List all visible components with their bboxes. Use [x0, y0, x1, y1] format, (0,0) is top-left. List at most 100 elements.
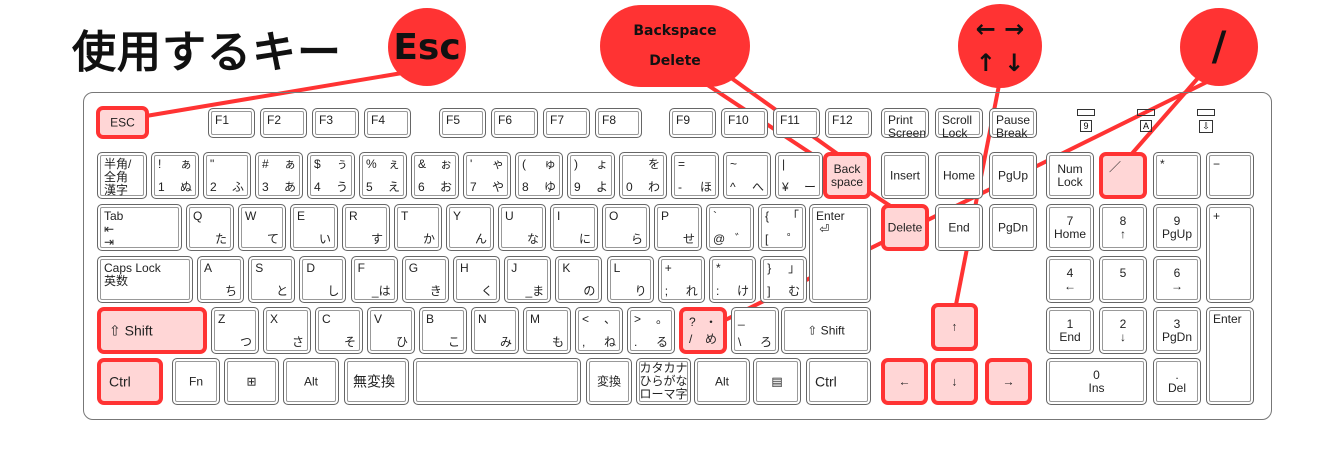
key-f5[interactable]: F5 — [439, 108, 486, 138]
key-backspace[interactable]: Back space — [823, 152, 871, 199]
key-npdot[interactable]: . Del — [1153, 358, 1201, 405]
key-left[interactable]: ← — [881, 358, 928, 405]
key-j[interactable]: J_ま — [504, 256, 552, 303]
key-space[interactable] — [413, 358, 581, 405]
key-np3[interactable]: 3 PgDn — [1153, 307, 1201, 354]
key-tab[interactable]: Tab ⇤ ⇥ — [97, 204, 182, 251]
key-home[interactable]: Home — [935, 152, 983, 199]
key-slash[interactable]: ?・/め — [679, 307, 727, 354]
key-f7[interactable]: F7 — [543, 108, 590, 138]
key-right[interactable]: → — [985, 358, 1032, 405]
key-np5[interactable]: 5 — [1099, 256, 1147, 303]
key-np2[interactable]: 2 ↓ — [1099, 307, 1147, 354]
key-end[interactable]: End — [935, 204, 983, 251]
key-numlock[interactable]: Num Lock — [1046, 152, 1094, 199]
key-comma[interactable]: <、,ね — [575, 307, 623, 354]
key-np9[interactable]: 9 PgUp — [1153, 204, 1201, 251]
key-ralt[interactable]: Alt — [694, 358, 750, 405]
key-npslash[interactable]: ／ — [1099, 152, 1147, 199]
key-pgup[interactable]: PgUp — [989, 152, 1037, 199]
key-f12[interactable]: F12 — [825, 108, 872, 138]
key-delete[interactable]: Delete — [881, 204, 929, 251]
key-prtsc[interactable]: Print Screen — [881, 108, 929, 138]
key-f6[interactable]: F6 — [491, 108, 538, 138]
key-period[interactable]: >。.る — [627, 307, 675, 354]
key-kana[interactable]: カタカナ ひらがな ローマ字 — [636, 358, 691, 405]
key-np8[interactable]: 8 ↑ — [1099, 204, 1147, 251]
key-np6[interactable]: 6 → — [1153, 256, 1201, 303]
key-f[interactable]: F_は — [350, 256, 398, 303]
key-rshift[interactable]: ⇧ Shift — [781, 307, 871, 354]
key-f2[interactable]: F2 — [260, 108, 307, 138]
key-semicolon[interactable]: +;れ — [657, 256, 705, 303]
key-muhenkan[interactable]: 無変換 — [344, 358, 409, 405]
key-henkan[interactable]: 変換 — [586, 358, 632, 405]
key-fn[interactable]: Fn — [172, 358, 220, 405]
key-f3[interactable]: F3 — [312, 108, 359, 138]
key-colon[interactable]: *:け — [709, 256, 756, 303]
key-npplus[interactable]: + — [1206, 204, 1254, 303]
key-kminus[interactable]: =-ほ — [671, 152, 719, 199]
key-npstar[interactable]: * — [1153, 152, 1201, 199]
key-lshift[interactable]: ⇧ Shift — [97, 307, 207, 354]
key-rctrl[interactable]: Ctrl — [806, 358, 871, 405]
key-kyen[interactable]: |¥ー — [775, 152, 823, 199]
key-down[interactable]: ↓ — [931, 358, 978, 405]
key-enter[interactable]: Enter ⏎ — [809, 204, 871, 303]
key-esc[interactable]: ESC — [96, 106, 149, 139]
key-np0[interactable]: 0 Ins — [1046, 358, 1147, 405]
key-backslash[interactable]: _\ろ — [731, 307, 779, 354]
key-pause[interactable]: Pause Break — [989, 108, 1037, 138]
key-lctrl[interactable]: Ctrl — [97, 358, 163, 405]
key-scroll[interactable]: Scroll Lock — [935, 108, 983, 138]
key-f1[interactable]: F1 — [208, 108, 255, 138]
key-caps[interactable]: Caps Lock 英数 — [97, 256, 193, 303]
key-np4[interactable]: 4 ← — [1046, 256, 1094, 303]
key-insert[interactable]: Insert — [881, 152, 929, 199]
key-f4[interactable]: F4 — [364, 108, 411, 138]
key-f10[interactable]: F10 — [721, 108, 768, 138]
key-f11[interactable]: F11 — [773, 108, 820, 138]
key-np1[interactable]: 1 End — [1046, 307, 1094, 354]
key-f9[interactable]: F9 — [669, 108, 716, 138]
key-lbracket[interactable]: {「[゜ — [758, 204, 806, 251]
key-win[interactable]: ⊞ — [224, 358, 279, 405]
key-f8[interactable]: F8 — [595, 108, 642, 138]
key-up[interactable]: ↑ — [931, 303, 978, 351]
key-at[interactable]: `@゛ — [706, 204, 754, 251]
key-pgdn[interactable]: PgDn — [989, 204, 1037, 251]
key-npenter[interactable]: Enter — [1206, 307, 1254, 405]
